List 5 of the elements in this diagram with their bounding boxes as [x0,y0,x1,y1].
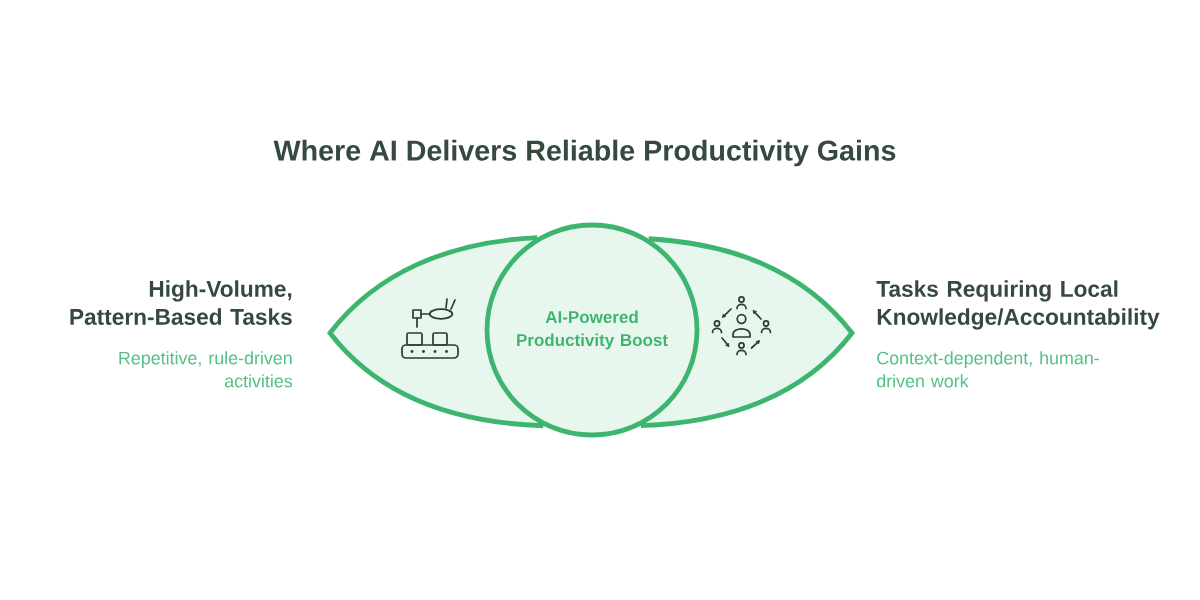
description: Repetitive, rule-driven activities [119,351,293,388]
heading: Tasks Requiring Local Knowledge/Accountability [876,280,1160,330]
title: Where AI Delivers Reliable Productivity Gains [273,139,896,167]
heading: High-Volume, Pattern-Based Tasks [70,280,292,325]
description: Context-dependent, human-driven work [877,351,1099,388]
